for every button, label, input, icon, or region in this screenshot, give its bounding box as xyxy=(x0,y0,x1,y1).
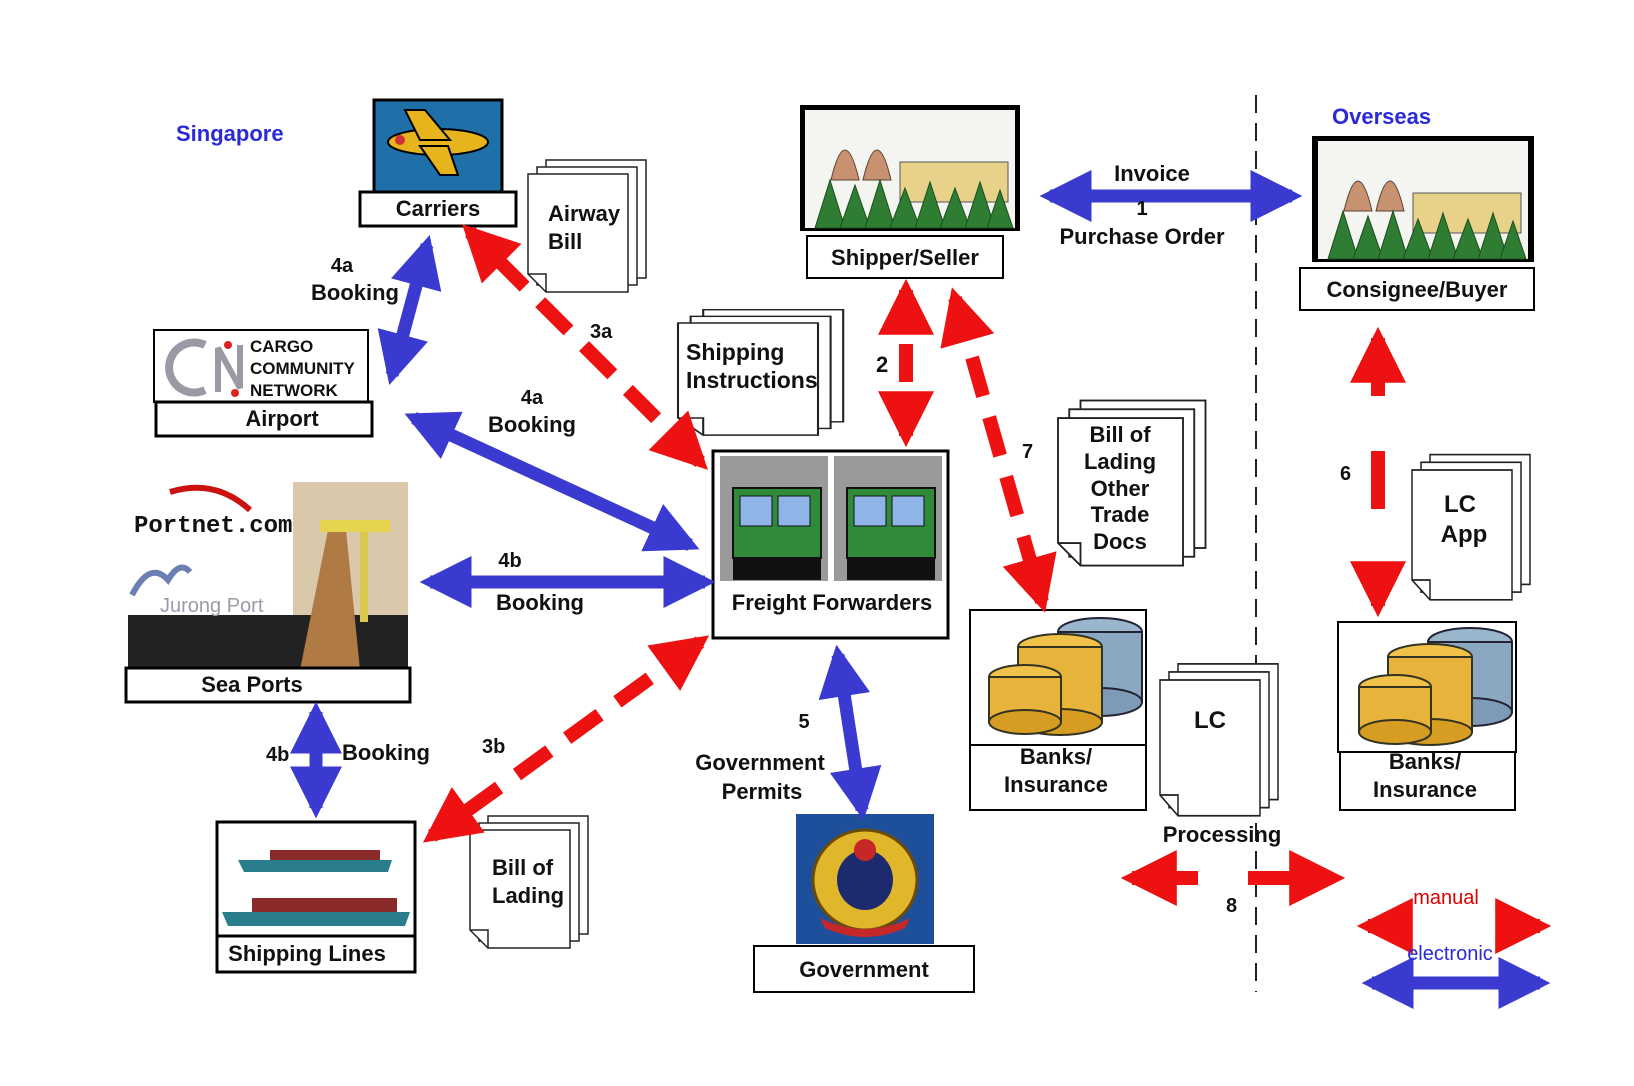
government-label: Government xyxy=(799,957,929,982)
step-4b-booking: Booking xyxy=(496,590,584,615)
bill-of-lading-trade-docs-document: Bill of Lading Other Trade Docs xyxy=(1057,399,1207,567)
processing-label: Processing xyxy=(1163,822,1282,847)
purchase-order-label: Purchase Order xyxy=(1059,224,1225,249)
bill-of-lading-document: Bill of Lading xyxy=(469,815,589,949)
step-4b-sea-number: 4b xyxy=(266,744,289,766)
shipping-instructions-line2: Instructions xyxy=(686,367,818,393)
step-4a-ff-number: 4a xyxy=(521,387,544,409)
banks-local-line1: Banks/ xyxy=(1020,744,1092,769)
carriers-label: Carriers xyxy=(396,196,480,221)
bill-of-lading-line1: Bill of xyxy=(492,855,554,880)
ccn-logo-line3: NETWORK xyxy=(250,381,339,400)
banks-overseas-line2: Insurance xyxy=(1373,777,1477,802)
airport-label: Airport xyxy=(245,406,319,431)
lc-line1: LC xyxy=(1194,707,1226,734)
trade-docs-line5: Docs xyxy=(1093,529,1147,554)
lc-app-document: LC App xyxy=(1411,453,1531,601)
sea-ports-node[interactable]: Portnet.com Jurong Port Sea Ports xyxy=(124,482,412,704)
gov-permits-line2: Permits xyxy=(722,779,803,804)
legend-electronic-label: electronic xyxy=(1407,943,1493,965)
truck-icon xyxy=(834,456,942,581)
step-8-label: 8 xyxy=(1226,895,1237,917)
step-3a-label: 3a xyxy=(590,321,613,343)
carriers-freight-arrow-3a xyxy=(462,224,708,470)
manual-flows xyxy=(422,224,1406,906)
airway-bill-line1: Airway xyxy=(548,201,621,226)
truck-icon xyxy=(720,456,828,581)
airway-bill-line2: Bill xyxy=(548,229,582,254)
carriers-airport-arrow xyxy=(377,234,442,386)
step-6-label: 6 xyxy=(1340,463,1351,485)
step-4a-air-number: 4a xyxy=(331,255,354,277)
trade-docs-line1: Bill of xyxy=(1089,422,1151,447)
banks-insurance-local-node[interactable]: Banks/ Insurance xyxy=(969,609,1147,811)
ccn-logo-line2: COMMUNITY xyxy=(250,359,355,378)
legend-manual-label: manual xyxy=(1413,887,1479,909)
step-3b-label: 3b xyxy=(482,736,505,758)
factory-icon xyxy=(1317,140,1529,260)
jurong-port-logo: Jurong Port xyxy=(160,595,264,617)
electronic-flows xyxy=(290,170,1303,821)
airport-freight-arrow xyxy=(404,411,700,552)
lc-document: LC xyxy=(1159,663,1279,817)
shipper-banks-arrow-7 xyxy=(940,287,1057,613)
trade-docs-line2: Lading xyxy=(1084,449,1156,474)
step-4a-air-booking: Booking xyxy=(311,280,399,305)
gov-permits-line1: Government xyxy=(695,750,825,775)
step-5-label: 5 xyxy=(798,711,809,733)
airport-node[interactable]: CARGO COMMUNITY NETWORK Airport xyxy=(153,329,374,438)
freight-forwarders-label: Freight Forwarders xyxy=(732,590,932,615)
step-2-label: 2 xyxy=(876,352,888,377)
consignee-buyer-node[interactable]: Consignee/Buyer xyxy=(1299,136,1535,311)
step-4a-ff-booking: Booking xyxy=(488,412,576,437)
shippinglines-freight-arrow-3b xyxy=(422,635,710,843)
government-node[interactable]: Government xyxy=(753,814,975,993)
legend: manual electronic xyxy=(1356,887,1552,1009)
freight-government-arrow xyxy=(818,644,882,821)
factory-icon xyxy=(804,109,1016,229)
banks-insurance-overseas-node[interactable]: Banks/ Insurance xyxy=(1337,621,1517,811)
shipper-seller-label: Shipper/Seller xyxy=(831,245,979,270)
freight-forwarders-node[interactable]: Freight Forwarders xyxy=(711,449,950,640)
region-label-overseas: Overseas xyxy=(1332,104,1431,129)
shipping-instructions-document: Shipping Instructions xyxy=(676,308,845,437)
sea-ports-label: Sea Ports xyxy=(201,672,303,697)
bill-of-lading-line2: Lading xyxy=(492,883,564,908)
airway-bill-document: Airway Bill xyxy=(527,159,647,293)
portnet-logo: Portnet.com xyxy=(134,513,292,540)
lc-app-line2: App xyxy=(1441,521,1488,548)
shipping-lines-node[interactable]: Shipping Lines xyxy=(215,820,417,974)
shipping-instructions-line1: Shipping xyxy=(686,339,784,365)
shipping-lines-label: Shipping Lines xyxy=(228,941,386,966)
banks-local-line2: Insurance xyxy=(1004,772,1108,797)
consignee-buyer-label: Consignee/Buyer xyxy=(1327,277,1508,302)
region-label-singapore: Singapore xyxy=(176,121,284,146)
step-4b-sea-booking: Booking xyxy=(342,740,430,765)
trade-docs-line3: Other xyxy=(1091,476,1150,501)
shipper-seller-node[interactable]: Shipper/Seller xyxy=(800,105,1020,279)
lc-app-line1: LC xyxy=(1444,491,1476,518)
banks-overseas-line1: Banks/ xyxy=(1389,749,1461,774)
invoice-label: Invoice xyxy=(1114,161,1190,186)
trade-docs-line4: Trade xyxy=(1091,502,1150,527)
step-4b-number: 4b xyxy=(498,550,521,572)
step-7-label: 7 xyxy=(1022,441,1033,463)
carriers-node[interactable]: Carriers xyxy=(358,98,518,228)
ccn-logo-line1: CARGO xyxy=(250,337,313,356)
step-1-label: 1 xyxy=(1136,198,1147,220)
